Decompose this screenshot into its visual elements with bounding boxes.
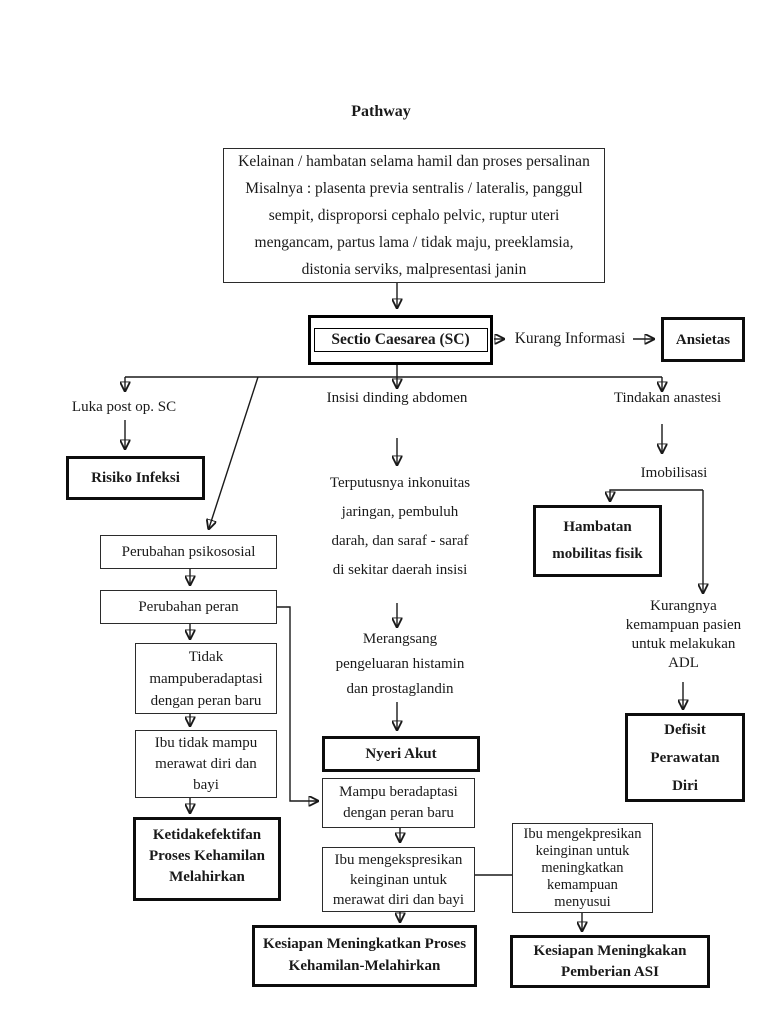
node-sectio-caesarea-label: Sectio Caesarea (SC) — [313, 328, 488, 352]
node-ibu-mengekspresikan-menyusui: Ibu mengekpresikan keinginan untuk menin… — [512, 823, 653, 913]
arrow-imobilisasi-to-hambatan — [610, 489, 703, 500]
label-insisi: Insisi dinding abdomen — [326, 390, 468, 406]
node-sectio-caesarea: Sectio Caesarea (SC) — [308, 315, 493, 365]
node-kesiapan-asi: Kesiapan Meningkakan Pemberian ASI — [510, 935, 710, 988]
node-defisit-perawatan: Defisit Perawatan Diri — [625, 713, 745, 802]
label-merangsang: Merangsang pengeluaran histamin dan pros… — [335, 630, 465, 697]
label-imobilisasi: Imobilisasi — [640, 465, 708, 481]
label-luka-post-op: Luka post op. SC — [71, 399, 177, 415]
node-ketidakefektifan: Ketidakefektifan Proses Kehamilan Melahi… — [133, 817, 281, 901]
node-mampu-adaptasi: Mampu beradaptasi dengan peran baru — [322, 778, 475, 828]
node-perubahan-psikososial: Perubahan psikososial — [100, 535, 277, 569]
node-ibu-mengekspresikan-merawat: Ibu mengekspresikan keinginan untuk mera… — [322, 847, 475, 912]
node-nyeri-akut: Nyeri Akut — [322, 736, 480, 772]
node-perubahan-peran: Perubahan peran — [100, 590, 277, 624]
label-kurang-informasi: Kurang Informasi — [514, 330, 626, 347]
label-kurangnya-adl: Kurangnya kemampuan pasien untuk melakuk… — [625, 598, 742, 671]
node-tidak-mampu-adaptasi: Tidak mampuberadaptasi dengan peran baru — [135, 643, 277, 714]
node-hambatan-mobilitas: Hambatan mobilitas fisik — [533, 505, 662, 577]
node-ansietas: Ansietas — [661, 317, 745, 362]
node-ibu-tidak-mampu: Ibu tidak mampu merawat diri dan bayi — [135, 730, 277, 798]
node-risiko-infeksi: Risiko Infeksi — [66, 456, 205, 500]
label-tindakan-anastesi: Tindakan anastesi — [613, 390, 722, 406]
page-title: Pathway — [351, 103, 411, 120]
node-kesiapan-proses: Kesiapan Meningkatkan Proses Kehamilan-M… — [252, 925, 477, 987]
node-top-cause: Kelainan / hambatan selama hamil dan pro… — [223, 148, 605, 283]
label-terputusnya: Terputusnya inkonuitas jaringan, pembulu… — [329, 475, 471, 578]
arrow-sc-to-psikososial — [209, 376, 259, 528]
